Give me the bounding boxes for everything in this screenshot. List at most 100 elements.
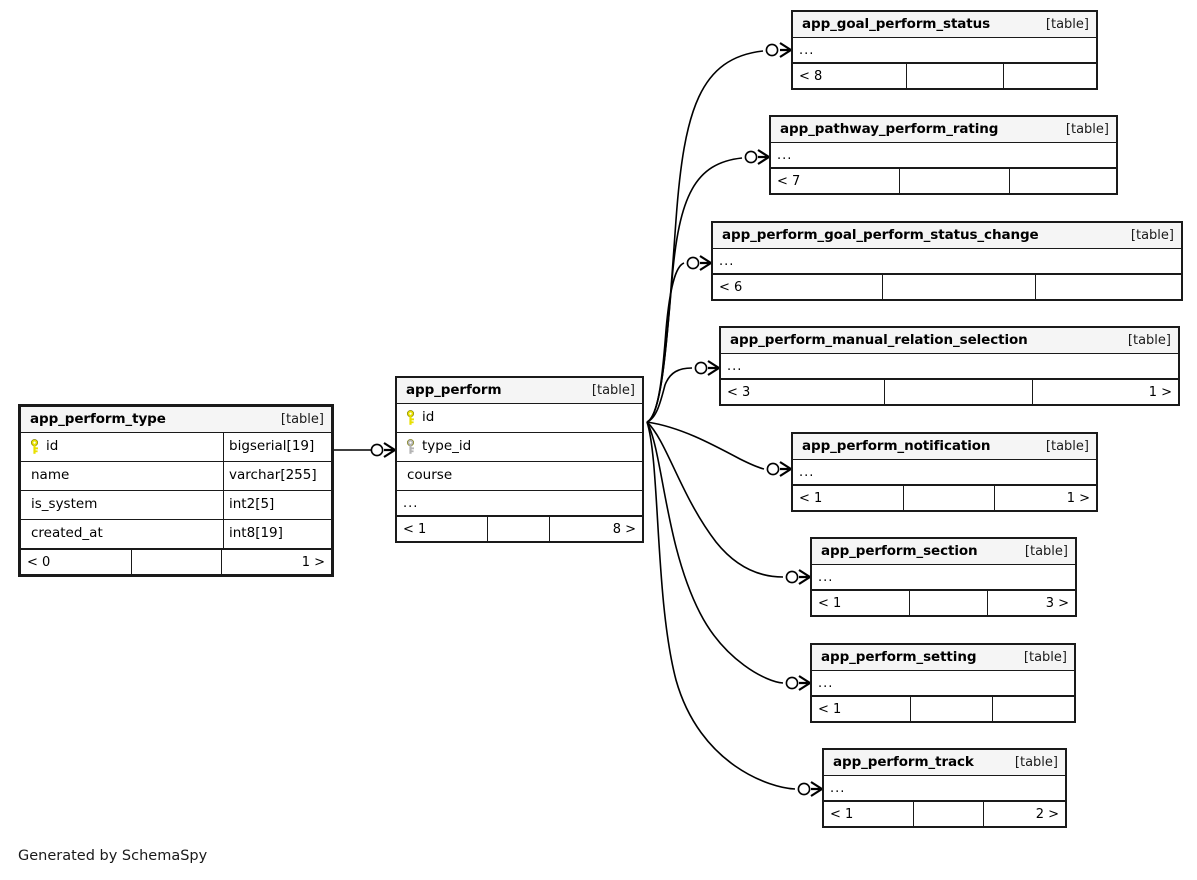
column-row[interactable]: id bigserial[19] (21, 433, 331, 462)
table-name: app_perform_setting (821, 648, 977, 665)
table-node-app_perform_manual_relation_selection[interactable]: app_perform_manual_relation_selection [ta… (719, 326, 1180, 406)
edge-app_perform-app_perform_manual_relation_selection (646, 359, 721, 423)
table-node-app_perform_section[interactable]: app_perform_section[table]... < 1 3 > (810, 537, 1077, 617)
footer-child-count (1009, 169, 1116, 193)
footer-parent-count: < 1 (818, 701, 842, 717)
more-columns-ellipsis: ... (812, 565, 1075, 590)
table-name: app_perform_track (833, 753, 974, 770)
credit-label: Generated by SchemaSpy (18, 848, 208, 864)
table-node-app_perform_type[interactable]: app_perform_type [table] id bigserial[19] na… (18, 404, 334, 577)
column-name-cell: id (21, 439, 223, 455)
column-row[interactable]: id (397, 404, 642, 433)
footer-child-count (1035, 275, 1181, 299)
edge-app_perform_type-app_perform (334, 441, 397, 459)
footer-child-count: 1 > (1032, 380, 1178, 404)
column-type: int8[19] (229, 525, 283, 542)
table-name: app_perform (406, 381, 502, 398)
foreign-key-icon (403, 439, 418, 455)
footer-parent-count: < 1 (830, 806, 854, 822)
more-columns-ellipsis: ... (713, 249, 1181, 274)
footer-middle (899, 169, 1009, 193)
more-columns-ellipsis: ... (812, 671, 1074, 696)
column-name: is_system (31, 498, 98, 512)
table-node-app_pathway_perform_rating[interactable]: app_pathway_perform_rating [table]... < 7 (769, 115, 1118, 195)
more-columns-ellipsis: ... (771, 143, 1116, 168)
table-header: app_perform_section[table] (812, 539, 1075, 565)
primary-key-icon (403, 410, 418, 426)
column-name-cell: created_at (21, 527, 223, 541)
column-type-cell: int2[5] (223, 491, 331, 519)
table-kind-label: [table] (1065, 122, 1109, 137)
table-header: app_goal_perform_status [table] (793, 12, 1096, 38)
column-type: varchar[255] (229, 467, 317, 484)
column-row[interactable]: created_at int8[19] (21, 520, 331, 549)
table-header: app_perform_track [table] (824, 750, 1065, 776)
footer-parent-count: < 1 (799, 490, 823, 506)
column-name: course (407, 469, 453, 483)
edge-app_perform-app_perform_goal_perform_status_change (646, 254, 713, 423)
table-footer: < 1 2 > (824, 801, 1065, 826)
table-kind-label: [table] (280, 412, 324, 427)
column-name: name (31, 469, 70, 483)
table-name: app_perform_section (821, 542, 978, 559)
table-kind-label: [table] (1045, 17, 1089, 32)
table-footer: < 6 (713, 274, 1181, 299)
table-footer: < 1 (812, 696, 1074, 721)
table-node-app_perform_goal_perform_status_change[interactable]: app_perform_goal_perform_status_change[t… (711, 221, 1183, 301)
table-node-app_goal_perform_status[interactable]: app_goal_perform_status[table]...< 8 (791, 10, 1098, 90)
table-kind-label: [table] (1014, 755, 1058, 770)
footer-child-count: 3 > (987, 591, 1075, 615)
column-type-cell: varchar[255] (223, 462, 331, 490)
column-type: int2[5] (229, 496, 275, 513)
footer-parent-count: < 7 (777, 173, 801, 189)
column-row[interactable]: course (397, 462, 642, 491)
table-name: app_perform_manual_relation_selection (730, 331, 1028, 348)
table-footer: < 7 (771, 168, 1116, 193)
table-header: app_pathway_perform_rating [table] (771, 117, 1116, 143)
footer-child-count: 8 > (549, 517, 642, 541)
column-type: bigserial[19] (229, 438, 315, 455)
column-row[interactable]: type_id (397, 433, 642, 462)
column-type-cell: int8[19] (223, 520, 331, 548)
table-name: app_goal_perform_status (802, 15, 991, 32)
column-row[interactable]: is_system int2[5] (21, 491, 331, 520)
table-kind-label: [table] (591, 383, 635, 398)
table-kind-label: [table] (1023, 650, 1067, 665)
footer-parent-count: < 1 (818, 595, 842, 611)
footer-parent-count: < 8 (799, 68, 823, 84)
table-kind-label: [table] (1127, 333, 1171, 348)
footer-middle (131, 550, 221, 574)
table-header: app_perform_goal_perform_status_change[t… (713, 223, 1181, 249)
footer-middle (913, 802, 983, 826)
footer-parent-count: < 1 (403, 521, 427, 537)
edge-app_perform-app_perform_setting (646, 421, 812, 692)
table-node-app_perform_setting[interactable]: app_perform_setting [table]... < 1 (810, 643, 1076, 723)
column-row[interactable]: name varchar[255] (21, 462, 331, 491)
footer-child-count: 2 > (983, 802, 1065, 826)
footer-middle (487, 517, 549, 541)
table-footer: < 1 8 > (397, 516, 642, 541)
column-name-cell: name (21, 469, 223, 483)
footer-middle (906, 64, 1003, 88)
column-name-cell: type_id (397, 439, 642, 455)
footer-middle (909, 591, 987, 615)
table-kind-label: [table] (1130, 228, 1174, 243)
table-footer: < 8 (793, 63, 1096, 88)
table-name: app_perform_type (30, 410, 166, 427)
footer-child-count: 1 > (221, 550, 331, 574)
edge-app_perform-app_perform_section (646, 421, 812, 586)
table-name: app_perform_notification (802, 437, 991, 454)
table-header: app_perform_setting [table] (812, 645, 1074, 671)
column-name: type_id (422, 439, 472, 455)
footer-middle (884, 380, 1032, 404)
footer-parent-count: < 3 (727, 384, 751, 400)
column-type-cell: bigserial[19] (223, 433, 331, 461)
more-columns-ellipsis: ... (397, 491, 642, 516)
footer-parent-count: < 0 (27, 554, 51, 570)
table-name: app_pathway_perform_rating (780, 120, 999, 137)
